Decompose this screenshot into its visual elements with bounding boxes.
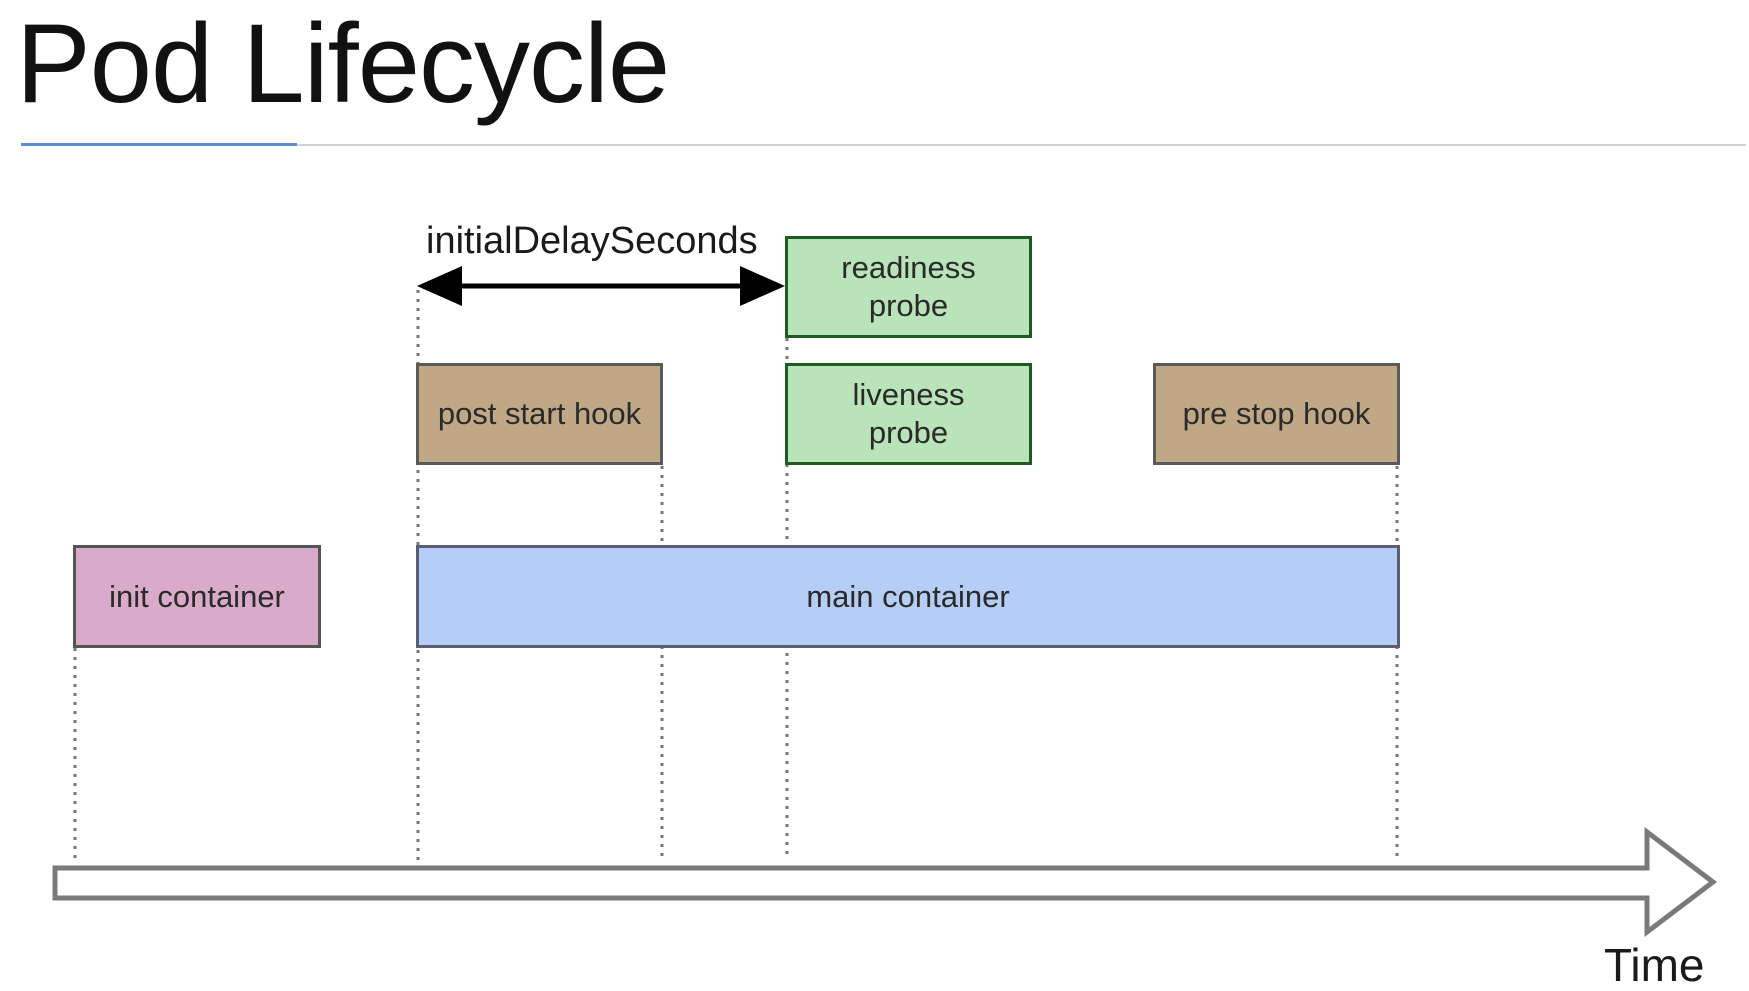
init-container-box: init container [73,545,321,648]
page-title: Pod Lifecycle [16,1,670,126]
readiness-probe-box: readiness probe [785,236,1032,338]
time-axis-label: Time [1604,939,1705,991]
post-start-hook-box: post start hook [416,363,663,465]
title-accent-underline [21,143,297,146]
pre-stop-hook-box: pre stop hook [1153,363,1400,465]
initial-delay-label: initialDelaySeconds [426,220,758,262]
time-axis-arrow [52,826,1718,938]
main-container-box: main container [416,545,1400,648]
liveness-probe-box: liveness probe [785,363,1032,465]
title-divider [21,144,1746,146]
